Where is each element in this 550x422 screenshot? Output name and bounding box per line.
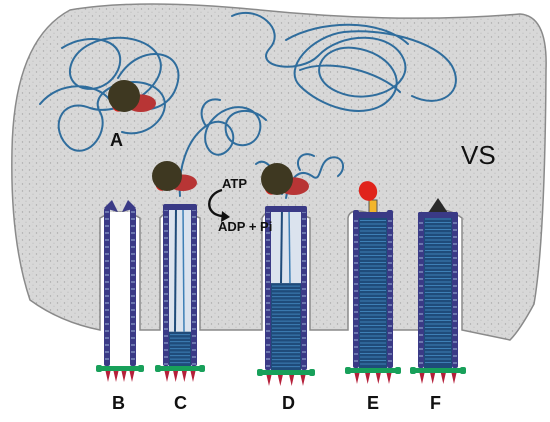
tube-e-foot [354,373,360,384]
tube-d-foot [266,375,272,386]
tube-d-packed-strand [271,283,301,370]
label-f: F [430,393,441,413]
tube-b-foot [113,371,119,382]
tube-e [345,199,401,384]
tube-b-base-knob-left [96,365,102,372]
tube-d-base-knob-left [257,369,263,376]
tube-e-base-plate [349,368,397,373]
tube-d-collar [265,206,307,212]
tube-f-wall-left [418,212,424,368]
tube-d-strand-in [280,207,283,284]
tube-c-base-knob-left [155,365,161,372]
tube-f-tip [426,198,450,216]
tube-d-base-knob-right [309,369,315,376]
tube-e-foot [365,373,371,384]
tube-e-wall-right [387,210,393,368]
tube-f-collar [418,212,458,218]
tube-c-foot [190,371,196,382]
tube-f-foot [419,373,425,384]
tube-b [96,200,144,382]
tube-b-wall-left [104,208,110,366]
tube-e-wall-left [353,210,359,368]
motor-complex-d [261,163,309,195]
tube-c-foot [181,371,187,382]
tube-c-collar [163,204,197,210]
label-c: C [174,393,187,413]
label-vs: VS [461,140,496,170]
motor-complex-a [108,80,156,112]
tube-f [410,198,466,384]
tube-c-foot [164,371,170,382]
tube-b-split-cap-right [122,200,136,212]
label-adp-pi: ADP + Pi [218,219,273,234]
tube-f-foot [440,373,446,384]
tube-b-foot [129,371,135,382]
tube-b-lumen [110,212,130,366]
tube-b-foot [121,371,127,382]
tube-f-base-knob-left [410,367,416,374]
tube-e-base-knob-left [345,367,351,374]
tube-b-base-plate [100,366,140,371]
tangle-c [178,98,267,197]
tube-f-foot [430,373,436,384]
tube-e-foot [375,373,381,384]
tube-e-base-knob-right [395,367,401,374]
tube-d-strand-in [288,207,291,284]
tube-f-wall-right [452,212,458,368]
tube-c-base-plate [159,366,201,371]
tube-f-base-knob-right [460,367,466,374]
tube-b-foot [105,371,111,382]
atp-cycle-arrow [208,188,223,218]
tube-e-foot [386,373,392,384]
label-a: A [110,130,123,150]
tube-b-wall-right [130,208,136,366]
tube-b-split-cap-left [104,200,118,212]
tube-c-base-knob-right [199,365,205,372]
tube-e-collar [353,212,393,218]
motor-complex-a-dark-subunit [108,80,140,112]
tube-c-foot [173,371,179,382]
label-atp: ATP [222,176,248,191]
tube-b-base-knob-right [138,365,144,372]
tube-d [257,206,315,386]
label-d: D [282,393,295,413]
atp-cycle-arrowhead [221,211,230,222]
tube-c-wall-right [191,206,197,366]
tube-c-strand-in [182,205,185,332]
tube-d-lumen [271,212,301,284]
tube-d-foot [289,375,295,386]
motor-complex-c-dark-subunit [152,161,182,191]
tangle-top [231,11,457,112]
motor-complex-c [152,161,197,191]
label-b: B [112,393,125,413]
tube-f-foot [451,373,457,384]
tube-d-base-plate [261,370,311,375]
label-e: E [367,393,380,413]
tube-c-strand-in [174,205,177,332]
tube-c-lumen [169,210,191,332]
motor-complex-d-dark-subunit [261,163,293,195]
tube-f-base-plate [414,368,462,373]
tube-d-foot [300,375,306,386]
tube-c-wall-left [163,206,169,366]
tube-c [155,204,205,382]
tube-d-foot [277,375,283,386]
red-cap-e [358,181,378,201]
